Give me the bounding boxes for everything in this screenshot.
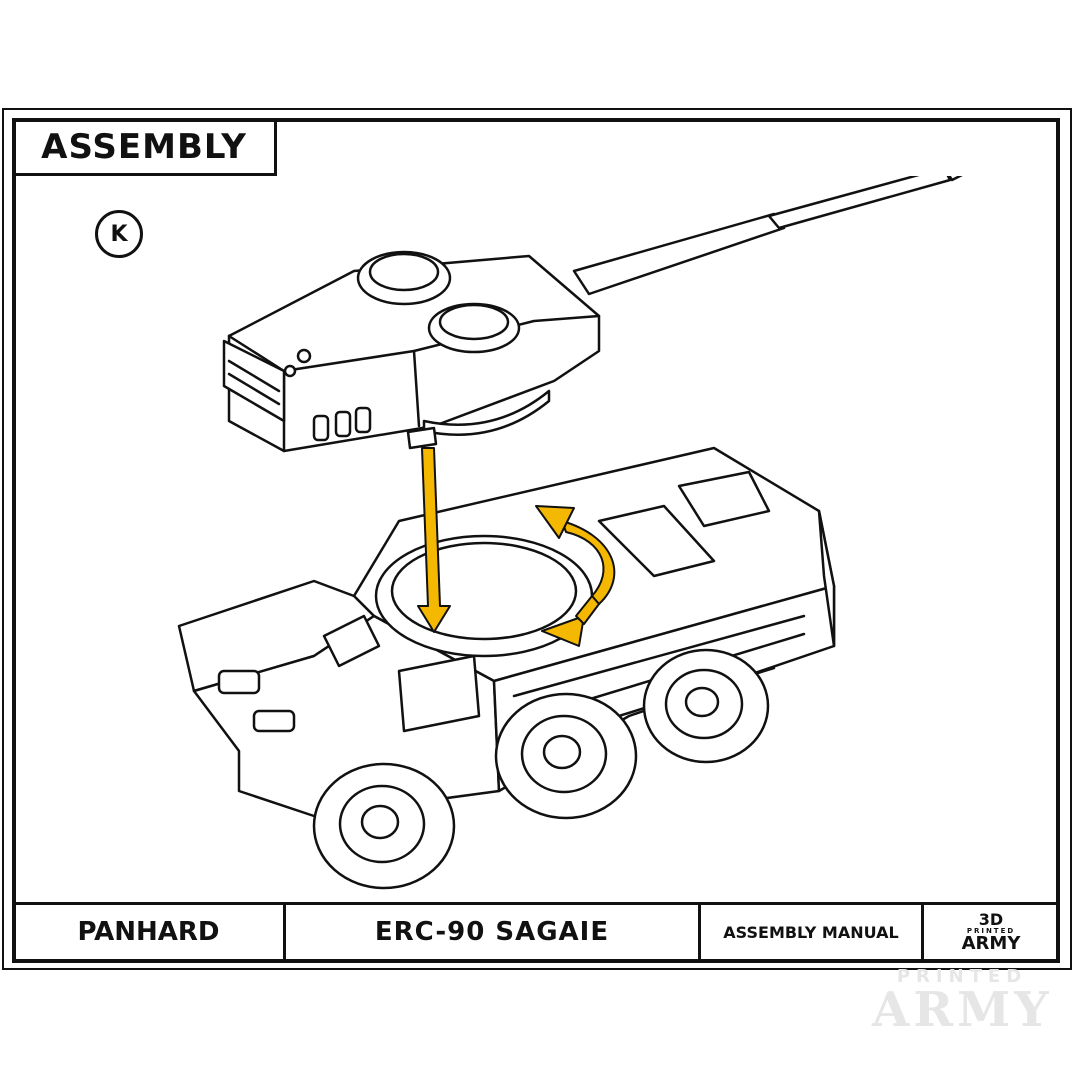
manufacturer-cell: PANHARD [14,905,286,959]
section-title: ASSEMBLY [41,126,247,167]
model-label: ERC-90 SAGAIE [374,917,610,947]
rotate-arrow [535,505,616,647]
watermark: PRINTED ARMY [872,966,1053,1038]
wheel-rear [642,648,770,764]
logo-army-text: ARMY [961,932,1021,954]
step-letter: K [110,221,128,247]
watermark-bottom: ARMY [872,982,1053,1038]
logo-3d-text: 3D [978,909,1004,929]
gun-barrel [572,212,786,296]
watermark-top: PRINTED [896,966,1028,987]
doc-type-label: ASSEMBLY MANUAL [723,922,899,942]
insert-arrow [417,447,451,633]
section-title-box: ASSEMBLY [14,120,277,176]
assembly-illustration [177,176,963,890]
wheel-front [312,762,456,890]
turret [222,176,963,453]
model-cell: ERC-90 SAGAIE [286,905,701,959]
manufacturer-label: PANHARD [77,917,220,947]
doc-type-cell: ASSEMBLY MANUAL [701,905,924,959]
brand-logo: 3D PRINTED ARMY [924,905,1058,959]
page-inner-border [12,118,1060,963]
step-marker: K [95,210,143,258]
page-outer-border [2,108,1072,970]
logo-printed-text: PRINTED [966,926,1016,935]
wheel-middle [494,692,638,820]
title-block: PANHARD ERC-90 SAGAIE ASSEMBLY MANUAL 3D… [14,902,1058,959]
